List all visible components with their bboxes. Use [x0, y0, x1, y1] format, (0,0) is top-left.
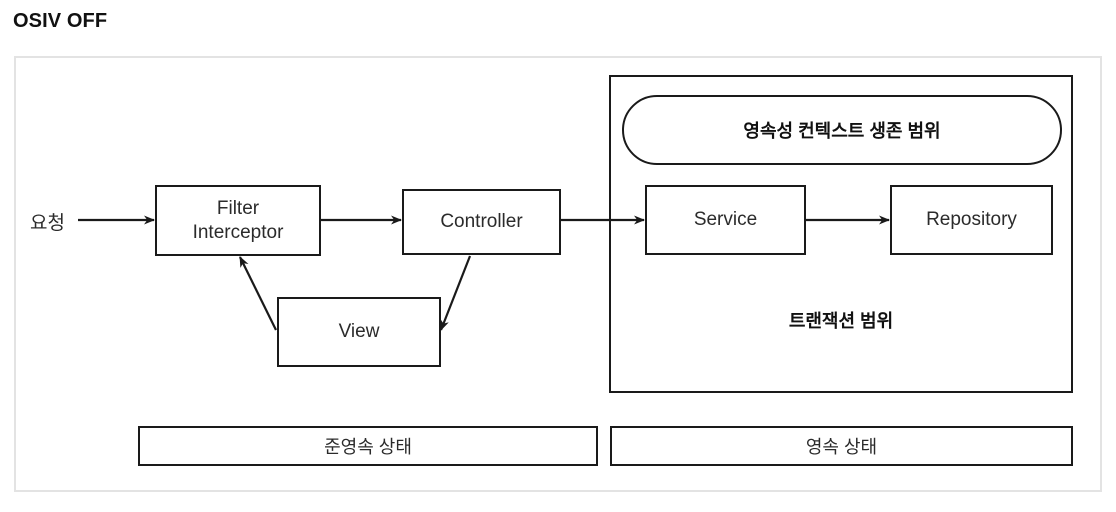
node-filter-interceptor: Filter Interceptor: [155, 185, 321, 256]
node-filter-interceptor-line1: Filter: [216, 197, 260, 219]
node-repository: Repository: [890, 185, 1053, 255]
request-entry-label: 요청: [30, 213, 65, 234]
node-controller: Controller: [402, 189, 561, 255]
node-view: View: [277, 297, 441, 367]
persistence-context-scope-label: 영속성 컨텍스트 생존 범위: [622, 95, 1062, 165]
page-title: OSIV OFF: [13, 10, 108, 32]
transaction-scope-label: 트랜잭션 범위: [788, 311, 894, 331]
node-service: Service: [645, 185, 806, 255]
state-bar-detached: 준영속 상태: [138, 426, 598, 466]
node-filter-interceptor-line2: Interceptor: [192, 221, 284, 243]
state-bar-persistent: 영속 상태: [610, 426, 1073, 466]
